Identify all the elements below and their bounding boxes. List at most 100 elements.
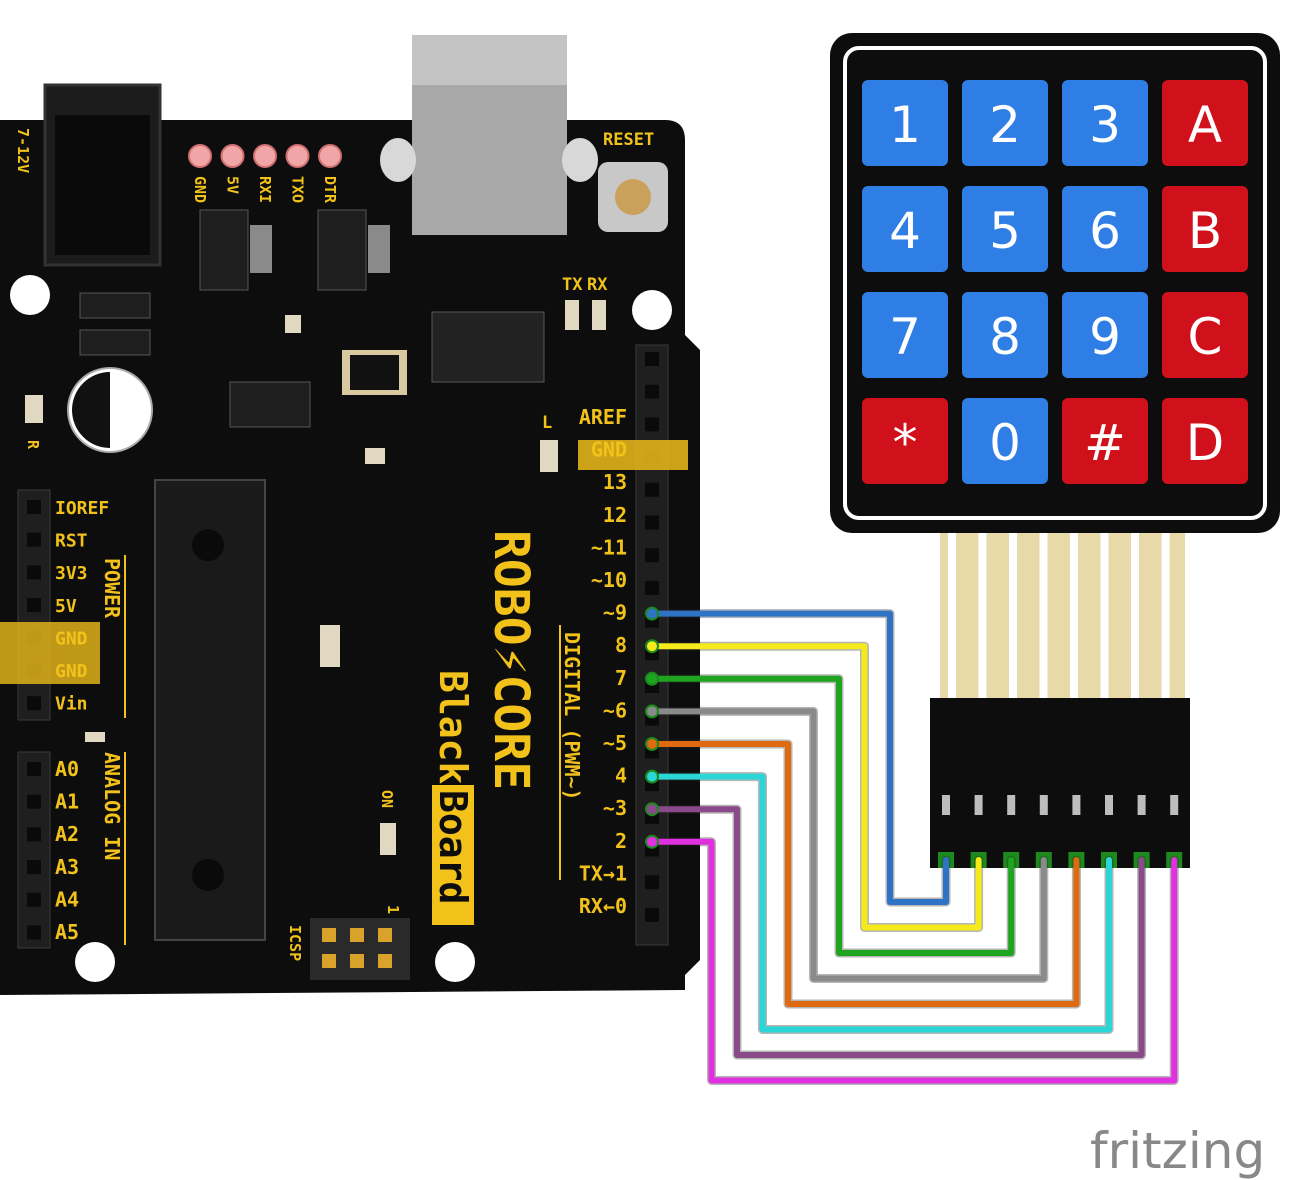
mount-hole — [75, 942, 115, 982]
header-pin — [27, 598, 41, 613]
keypad-key-label: 4 — [889, 202, 921, 260]
mount-hole — [435, 942, 475, 982]
analog-pin-label: A3 — [55, 855, 79, 879]
keypad-key-label: B — [1188, 202, 1222, 260]
power-pin-label: 5V — [55, 596, 77, 617]
keypad-key-label: 2 — [989, 96, 1021, 154]
power-pin-label: IOREF — [55, 498, 109, 519]
jumper-wire — [649, 675, 1015, 956]
keypad-key-label: 6 — [1089, 202, 1121, 260]
jumper-wire — [649, 806, 1145, 1058]
digital-pin-label: ~11 — [591, 535, 627, 559]
jumper-wire — [649, 610, 949, 905]
keypad-key[interactable] — [962, 186, 1048, 272]
header-led — [253, 144, 277, 168]
l-label: L — [542, 413, 552, 433]
keypad-key-label: 0 — [989, 414, 1021, 472]
header-pin — [27, 827, 41, 842]
header-pin — [645, 875, 659, 890]
header-pin — [27, 565, 41, 580]
rx-label: RX — [587, 275, 608, 295]
keypad-key-label: C — [1188, 308, 1223, 366]
wire-end — [645, 704, 659, 719]
header-led — [188, 144, 212, 168]
keypad-key[interactable] — [1062, 292, 1148, 378]
keypad-key[interactable] — [962, 398, 1048, 484]
keypad-key[interactable] — [1162, 186, 1248, 272]
header-pin — [645, 352, 659, 366]
header-pin — [645, 580, 659, 595]
digital-section-label: DIGITAL (PWM~) — [560, 632, 584, 801]
wire-end — [645, 671, 659, 686]
analog-section-label: ANALOG IN — [100, 752, 124, 860]
keypad-key-label: 5 — [989, 202, 1021, 260]
icsp-header — [310, 918, 410, 980]
keypad-key-label: 9 — [1089, 308, 1121, 366]
analog-header — [17, 751, 51, 949]
jumper-wire — [649, 838, 1178, 1084]
connector-pin — [974, 795, 983, 815]
digital-pin-label: 2 — [615, 829, 627, 853]
keypad-key[interactable] — [862, 292, 948, 378]
icsp-pin — [322, 928, 336, 942]
keypad-key-label: 1 — [889, 96, 921, 154]
icsp-pin — [350, 954, 364, 968]
reset-label: RESET — [603, 130, 654, 150]
keypad-key[interactable] — [1162, 80, 1248, 166]
keypad-key[interactable] — [862, 80, 948, 166]
keypad-key[interactable] — [862, 186, 948, 272]
wire-end — [645, 737, 659, 751]
analog-pin-label: A1 — [55, 790, 79, 814]
on-label: ON — [378, 790, 396, 808]
jumper-wires — [645, 606, 1179, 1085]
keypad-key[interactable] — [962, 292, 1048, 378]
icsp-pin1-mark: 1 — [384, 905, 402, 914]
power-pin-label: 3V3 — [55, 563, 88, 584]
keypad-key[interactable] — [1062, 398, 1148, 484]
keypad-key[interactable] — [1062, 80, 1148, 166]
power-pin-label: GND — [55, 628, 88, 649]
connector-pin — [942, 795, 950, 815]
tx-label: TX — [562, 275, 583, 295]
header-pin — [645, 907, 659, 922]
keypad-key[interactable] — [962, 80, 1048, 166]
header-pin — [645, 417, 659, 432]
power-pin-label: RST — [55, 531, 88, 552]
connector-pin — [1170, 795, 1179, 815]
jumper-wire — [649, 773, 1112, 1033]
keypad-key[interactable] — [1062, 186, 1148, 272]
keypad-key-label: A — [1188, 96, 1222, 154]
power-section-label: POWER — [100, 558, 124, 619]
power-jack-label: 7-12V — [14, 128, 32, 173]
keypad-key-label: 8 — [989, 308, 1021, 366]
digital-pin-label: ~6 — [603, 698, 627, 722]
wire-end — [645, 606, 659, 621]
keypad-key[interactable] — [862, 398, 948, 484]
digital-pin-label: 7 — [615, 666, 627, 690]
header-pin — [27, 762, 41, 776]
mount-hole — [632, 290, 672, 330]
fritzing-watermark: fritzing — [1090, 1122, 1265, 1180]
top-pin-label: DTR — [321, 176, 339, 204]
keypad-key[interactable] — [1162, 398, 1248, 484]
header-pin — [27, 892, 41, 907]
header-pin — [27, 860, 41, 875]
header-pin — [27, 500, 41, 514]
icsp-pin — [322, 954, 336, 968]
icsp-label: ICSP — [286, 925, 304, 961]
analog-pin-label: A4 — [55, 887, 79, 911]
wire-end — [645, 834, 659, 849]
header-pin — [27, 794, 41, 809]
digital-pin-label: GND — [591, 438, 627, 462]
keypad-key[interactable] — [1162, 292, 1248, 378]
brand-robocore: ROBO⚡CORE — [483, 530, 539, 790]
keypad-key-label: # — [1084, 414, 1126, 472]
connector-pin — [1007, 795, 1016, 815]
connector-pin — [1105, 795, 1113, 815]
digital-pin-label: ~9 — [603, 601, 627, 625]
keypad-key-label: 3 — [1089, 96, 1121, 154]
brand-black: Black — [431, 670, 475, 785]
